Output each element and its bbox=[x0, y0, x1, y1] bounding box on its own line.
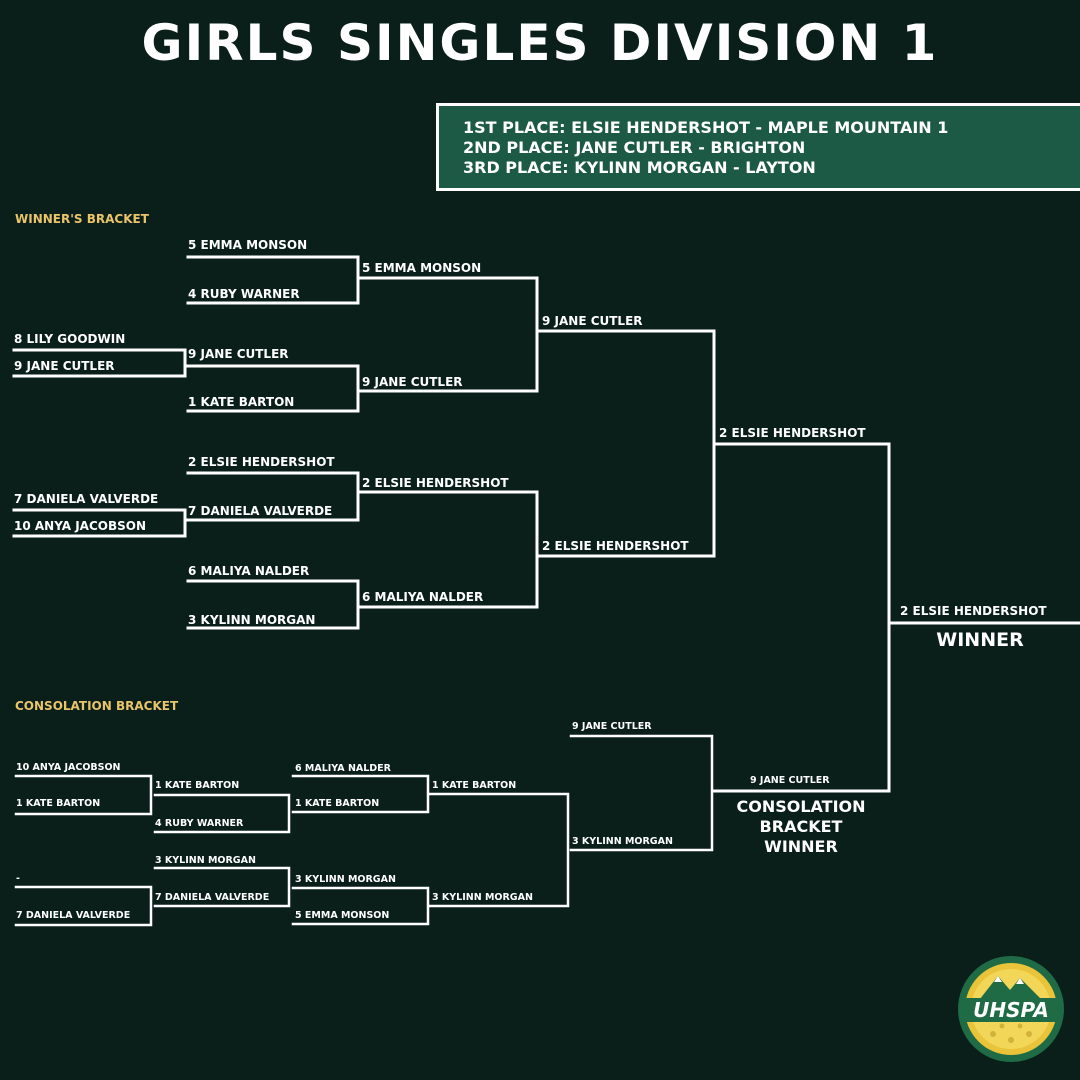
bracket-slot: 10 ANYA JACOBSON bbox=[16, 762, 121, 773]
bracket-slot: 3 KYLINN MORGAN bbox=[295, 874, 396, 885]
winner-caption: WINNER bbox=[936, 629, 1024, 651]
bracket-slot: 1 KATE BARTON bbox=[155, 780, 240, 791]
connector-line bbox=[428, 792, 570, 908]
bracket-slot: 9 JANE CUTLER bbox=[572, 721, 652, 732]
bracket-slot: 1 KATE BARTON bbox=[16, 798, 101, 809]
connector-line bbox=[358, 276, 539, 393]
bracket-slot: 1 KATE BARTON bbox=[188, 395, 295, 409]
results-panel: 1ST PLACE: ELSIE HENDERSHOT - MAPLE MOUN… bbox=[436, 103, 1080, 191]
connector-line bbox=[538, 329, 716, 558]
bracket-slot: 3 KYLINN MORGAN bbox=[432, 892, 533, 903]
mountain-snowcap bbox=[1016, 978, 1024, 984]
bracket-slot: 3 KYLINN MORGAN bbox=[188, 613, 316, 627]
bracket-slot: 7 DANIELA VALVERDE bbox=[16, 910, 131, 921]
bracket-slot: 9 JANE CUTLER bbox=[188, 347, 289, 361]
mountain-icon bbox=[976, 976, 1046, 1004]
bracket-slot: 5 EMMA MONSON bbox=[362, 261, 482, 275]
bracket-slot: 3 KYLINN MORGAN bbox=[155, 855, 256, 866]
bracket-slot: 2 ELSIE HENDERSHOT bbox=[188, 455, 335, 469]
bracket-slot: 7 DANIELA VALVERDE bbox=[188, 504, 333, 518]
connector-line bbox=[291, 886, 430, 926]
bracket-slot: - bbox=[16, 873, 20, 884]
connector-line bbox=[186, 255, 360, 305]
poster-title: GIRLS SINGLES DIVISION 1 bbox=[141, 14, 939, 72]
connector-line bbox=[14, 774, 153, 816]
bracket-slot: 6 MALIYA NALDER bbox=[362, 590, 484, 604]
logo-ball-holes bbox=[990, 1023, 1032, 1043]
connector-line bbox=[186, 364, 360, 413]
third-place: 3RD PLACE: KYLINN MORGAN - LAYTON bbox=[463, 158, 816, 177]
bracket-slot: 5 EMMA MONSON bbox=[295, 910, 390, 921]
connector-line bbox=[186, 579, 360, 630]
bracket-slot: 3 KYLINN MORGAN bbox=[572, 836, 673, 847]
first-place: 1ST PLACE: ELSIE HENDERSHOT - MAPLE MOUN… bbox=[463, 118, 949, 137]
bracket-slot: 7 DANIELA VALVERDE bbox=[155, 892, 270, 903]
bracket-slot: 2 ELSIE HENDERSHOT bbox=[719, 426, 866, 440]
bracket-slot: 5 EMMA MONSON bbox=[188, 238, 308, 252]
bracket-slot: 4 RUBY WARNER bbox=[155, 818, 244, 829]
bracket-slot: 9 JANE CUTLER bbox=[362, 375, 463, 389]
bracket-slot: 7 DANIELA VALVERDE bbox=[14, 492, 159, 506]
mountain-snowcap bbox=[994, 976, 1002, 982]
bracket-slot: 2 ELSIE HENDERSHOT bbox=[542, 539, 689, 553]
bracket-slot: 1 KATE BARTON bbox=[295, 798, 380, 809]
consolation-winner-slot: 9 JANE CUTLER bbox=[750, 775, 830, 786]
uhspa-logo: UHSPA bbox=[956, 954, 1066, 1064]
connector-line bbox=[358, 490, 539, 609]
bracket-slot: 1 KATE BARTON bbox=[432, 780, 517, 791]
consolation-winner-caption: CONSOLATION BRACKET WINNER bbox=[736, 797, 866, 856]
connector-line bbox=[153, 793, 291, 834]
connector-line bbox=[569, 734, 714, 852]
connector-line bbox=[12, 348, 187, 378]
connector-line bbox=[186, 471, 360, 522]
bracket-slot: 6 MALIYA NALDER bbox=[295, 763, 391, 774]
connector-line bbox=[153, 866, 291, 908]
bracket-slot: 8 LILY GOODWIN bbox=[14, 332, 126, 346]
connector-line bbox=[14, 885, 153, 927]
bracket-slot: 4 RUBY WARNER bbox=[188, 287, 300, 301]
connector-line bbox=[291, 774, 430, 814]
uhspa-logo-graphic: UHSPA bbox=[958, 956, 1064, 1062]
bracket-slot: 6 MALIYA NALDER bbox=[188, 564, 310, 578]
bracket-slot: 9 JANE CUTLER bbox=[14, 359, 115, 373]
bracket-slot: 9 JANE CUTLER bbox=[542, 314, 643, 328]
logo-banner bbox=[964, 998, 1058, 1022]
winners-bracket-heading: WINNER'S BRACKET bbox=[15, 212, 149, 226]
second-place: 2ND PLACE: JANE CUTLER - BRIGHTON bbox=[463, 138, 806, 157]
bracket-slot: 2 ELSIE HENDERSHOT bbox=[362, 476, 509, 490]
champion-slot: 2 ELSIE HENDERSHOT bbox=[900, 604, 1047, 618]
bracket-slot: 10 ANYA JACOBSON bbox=[14, 519, 147, 533]
logo-wordmark: UHSPA bbox=[973, 998, 1049, 1022]
consolation-bracket-heading: CONSOLATION BRACKET bbox=[15, 699, 179, 713]
connector-line bbox=[12, 508, 187, 538]
connector-line bbox=[712, 442, 891, 793]
